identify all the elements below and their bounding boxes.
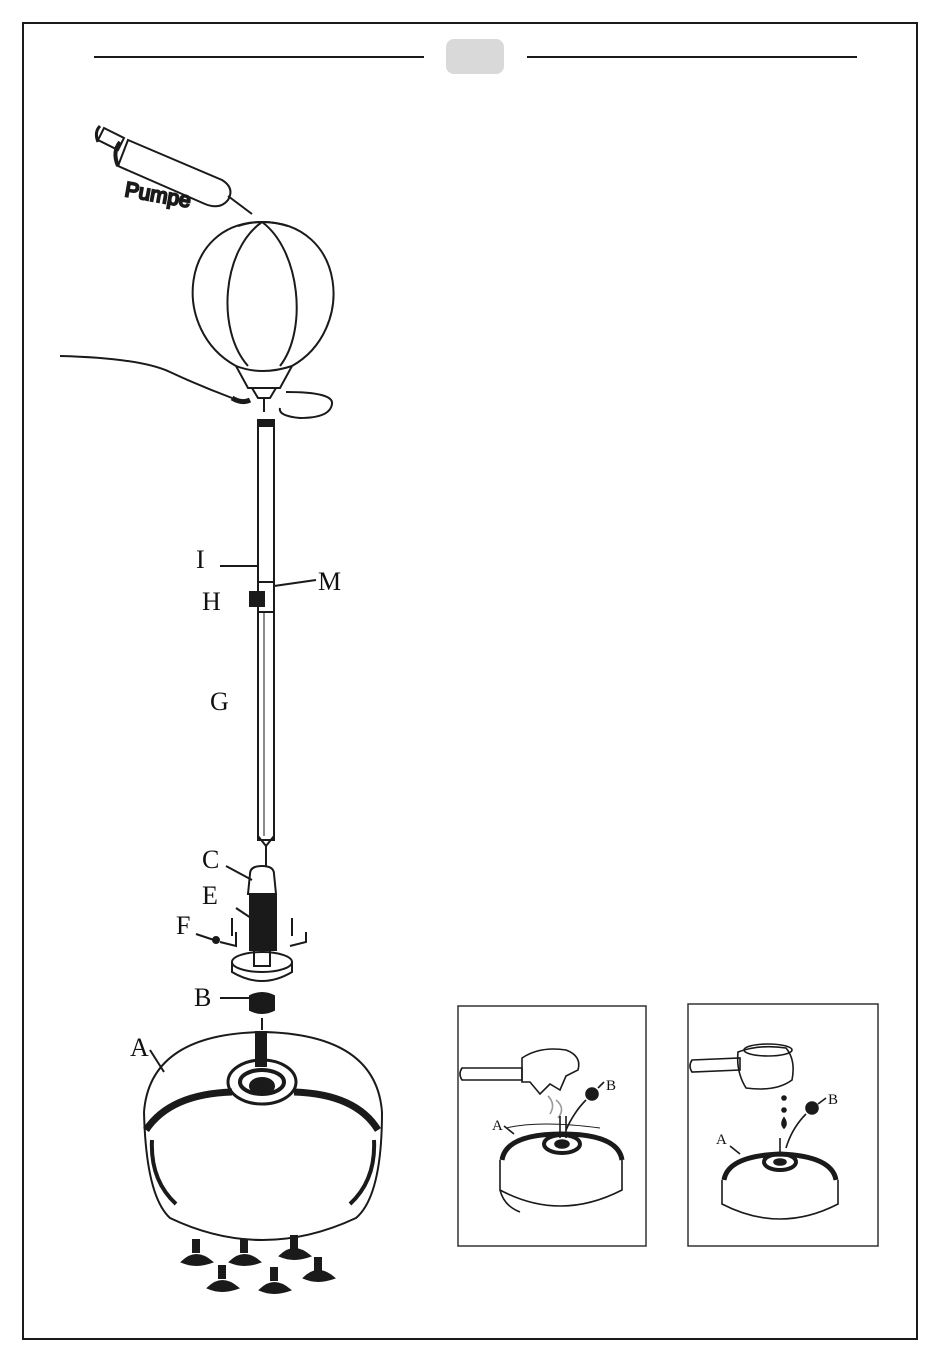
part-e — [236, 896, 276, 950]
pole — [258, 420, 274, 866]
label-b: B — [194, 983, 211, 1012]
label-m: M — [318, 567, 341, 596]
label-a: A — [130, 1033, 149, 1062]
part-b — [220, 993, 274, 1013]
inset-left-label-a: A — [492, 1118, 503, 1134]
inset-right-label-a: A — [716, 1132, 727, 1148]
label-c: C — [202, 845, 219, 874]
knob-h — [250, 592, 264, 606]
base-plate — [232, 950, 292, 981]
label-h: H — [202, 587, 221, 616]
suction-cups — [182, 1236, 334, 1293]
label-e: E — [202, 881, 218, 910]
part-c — [248, 866, 276, 894]
label-g: G — [210, 687, 229, 716]
pump-label: Pumpe — [123, 178, 193, 212]
inset-left-label-b: B — [606, 1078, 616, 1094]
label-f: F — [176, 911, 190, 940]
inset-right-label-b: B — [828, 1092, 838, 1108]
inset-fill-sand: B A — [458, 1006, 646, 1246]
speed-ball — [193, 222, 334, 412]
label-i: I — [196, 545, 205, 574]
inset-fill-water: B A — [688, 1004, 878, 1246]
